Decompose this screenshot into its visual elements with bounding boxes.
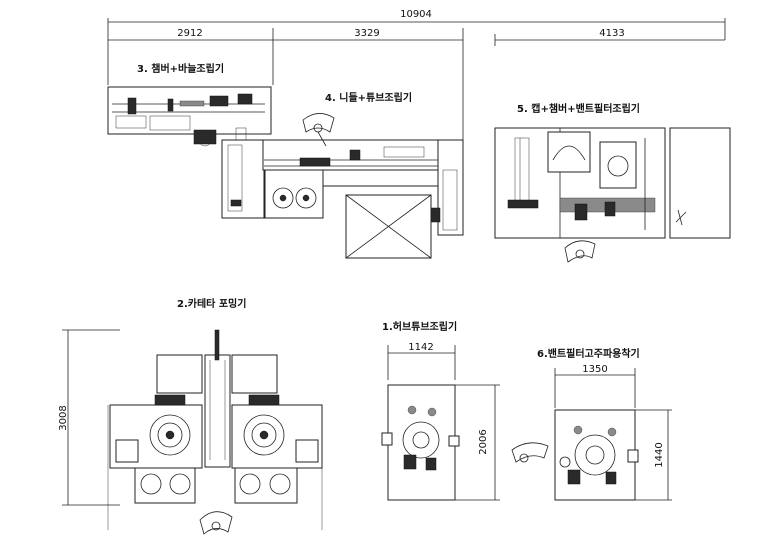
robot-arm-center <box>511 442 549 463</box>
dimension-total: 10904 <box>107 9 726 40</box>
station-5-machine <box>494 127 731 263</box>
dimension-3329-label: 3329 <box>354 28 379 39</box>
station-5-label: 5. 캡+챔버+밴트필터조립기 <box>517 102 640 115</box>
dimension-segment-2: 3329 <box>273 28 464 140</box>
station-4-machine <box>221 113 464 259</box>
dimension-2006-label: 2006 <box>478 429 489 454</box>
dimension-3008-label: 3008 <box>58 405 69 430</box>
station-1-label: 1.허브튜브조립기 <box>382 320 457 333</box>
station-1-machine <box>381 384 460 501</box>
station-6-label: 6.밴트필터고주파용착기 <box>537 347 640 360</box>
dimension-4133-label: 4133 <box>599 28 624 39</box>
dimension-2912-label: 2912 <box>177 28 202 39</box>
dimension-vent-width: 1350 <box>554 364 636 408</box>
dimension-1142-label: 1142 <box>408 342 433 353</box>
dimension-segment-3: 4133 <box>494 28 725 46</box>
dimension-hub-width: 1142 <box>387 342 456 380</box>
station-4-label: 4. 니들+튜브조립기 <box>325 91 412 104</box>
station-2-label: 2.카테타 포밍기 <box>177 297 246 310</box>
dimension-1440-label: 1440 <box>654 442 665 467</box>
station-2-machine <box>107 329 323 535</box>
station-6-machine <box>554 409 639 501</box>
dimension-katheter: 3008 <box>58 329 120 506</box>
station-3-label: 3. 챔버+바늘조립기 <box>137 62 224 75</box>
dimension-1350-label: 1350 <box>582 364 607 375</box>
dimension-total-label: 10904 <box>400 9 432 20</box>
station-3-machine <box>107 86 272 147</box>
dimension-hub-height: 2006 <box>455 384 500 501</box>
dimension-segment-1: 2912 <box>107 28 274 85</box>
dimension-vent-height: 1440 <box>635 409 672 501</box>
